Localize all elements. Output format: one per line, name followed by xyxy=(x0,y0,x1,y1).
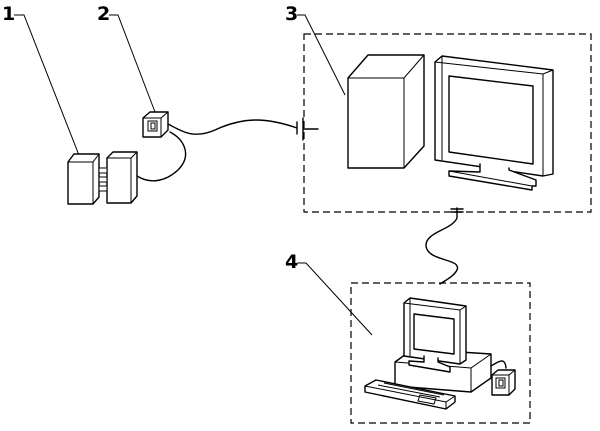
left-box xyxy=(67,153,100,205)
client-monitor-screen xyxy=(413,313,455,355)
tower-case xyxy=(347,54,425,169)
callout-number-1: 1 xyxy=(2,3,15,25)
leader-line-2 xyxy=(109,14,156,113)
right-box xyxy=(106,151,138,204)
computer-4-workstation xyxy=(364,297,516,410)
device-2-reader xyxy=(142,111,169,138)
cable-1-to-2 xyxy=(136,131,187,182)
device-1-sensor-pair xyxy=(67,151,138,205)
computer-3-workstation xyxy=(347,54,554,191)
callout-1: 1 xyxy=(2,3,85,169)
monitor-screen xyxy=(448,75,534,165)
leader-line-1 xyxy=(14,14,85,169)
monitor-stand xyxy=(448,163,537,191)
network-port xyxy=(450,208,464,213)
leader-line-4 xyxy=(297,262,373,336)
callout-number-4: 4 xyxy=(285,251,298,273)
callout-4: 4 xyxy=(285,251,373,336)
computer-4-frame xyxy=(350,282,531,424)
plug-connector xyxy=(296,117,319,141)
callout-number-2: 2 xyxy=(97,3,110,25)
callout-2: 2 xyxy=(97,3,156,113)
callout-number-3: 3 xyxy=(285,3,298,25)
computer-3-frame xyxy=(303,33,592,213)
leader-line-3 xyxy=(297,14,346,96)
network-cable-3-to-4 xyxy=(425,207,458,285)
cable-2-to-3 xyxy=(167,119,298,135)
callout-3: 3 xyxy=(285,3,346,96)
